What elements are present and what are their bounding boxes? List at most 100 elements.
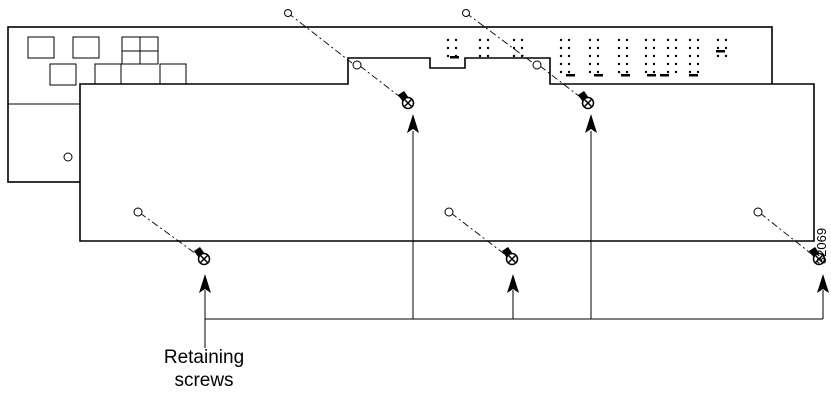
board-pin	[644, 38, 648, 42]
board-pin	[716, 38, 720, 42]
arrowhead	[585, 114, 597, 133]
screw-bottom-right	[809, 247, 826, 266]
mounting-hole	[444, 207, 454, 217]
board-pin	[520, 46, 524, 50]
alignment-line	[539, 65, 585, 101]
screw-bottom-left	[194, 247, 211, 266]
board-pin	[625, 38, 629, 42]
board-silkscreen-mark	[716, 50, 725, 53]
arrowhead	[199, 274, 211, 293]
board-pin	[478, 46, 482, 50]
screw-bottom-middle	[502, 247, 519, 266]
board-pin	[724, 46, 728, 50]
retaining-screws	[194, 91, 826, 266]
board-silkscreen-mark	[689, 74, 698, 77]
board-pin	[588, 46, 592, 50]
board-pin	[688, 38, 692, 42]
board-pin	[696, 38, 700, 42]
board-pin	[674, 38, 678, 42]
board-silkscreen-mark	[621, 74, 630, 77]
board-pin	[688, 70, 692, 74]
board-pin	[644, 54, 648, 58]
board-pin-headers	[446, 38, 728, 77]
board-pin	[567, 46, 571, 50]
board-pin	[688, 46, 692, 50]
board-pin	[644, 70, 648, 74]
board-pin	[446, 54, 450, 58]
board-pin	[724, 54, 728, 58]
alignment-lines	[139, 12, 815, 257]
board-pin	[588, 54, 592, 58]
board-pin	[512, 54, 516, 58]
board-pin	[666, 38, 670, 42]
board-pin	[652, 70, 656, 74]
board-pin	[588, 70, 592, 74]
board-pin	[644, 46, 648, 50]
board-pin	[696, 62, 700, 66]
board-pin	[674, 54, 678, 58]
board-pin	[674, 62, 678, 66]
board-silkscreen-mark	[450, 56, 459, 59]
board-pin	[652, 38, 656, 42]
arrowhead	[817, 274, 829, 293]
board-pin	[625, 62, 629, 66]
board-pin	[666, 70, 670, 74]
board-pin	[716, 54, 720, 58]
arrowhead	[407, 114, 419, 133]
board-pin	[559, 38, 563, 42]
board-pin	[446, 46, 450, 50]
board-pin	[652, 54, 656, 58]
board-pin	[520, 38, 524, 42]
board-pin	[486, 46, 490, 50]
alignment-line	[139, 212, 200, 257]
mounting-holes	[133, 9, 763, 217]
alignment-line	[359, 65, 405, 101]
board-pin	[486, 54, 490, 58]
arrowhead	[507, 274, 519, 293]
board-pin	[596, 62, 600, 66]
board-pin	[567, 62, 571, 66]
mounting-hole	[532, 60, 542, 70]
board-pin	[688, 54, 692, 58]
board-pin	[696, 70, 700, 74]
board-pin	[478, 38, 482, 42]
board-pin	[588, 38, 592, 42]
front-cover-panel	[79, 57, 815, 242]
board-pin	[588, 62, 592, 66]
board-pin	[486, 38, 490, 42]
board-pin	[559, 54, 563, 58]
board-pin	[652, 62, 656, 66]
board-pin	[724, 38, 728, 42]
board-pin	[596, 38, 600, 42]
board-pin	[512, 38, 516, 42]
board-pin	[666, 46, 670, 50]
board-pin	[559, 70, 563, 74]
board-pin	[716, 46, 720, 50]
board-pin	[446, 38, 450, 42]
alignment-line	[759, 212, 815, 257]
board-pin	[512, 46, 516, 50]
board-silkscreen-mark	[594, 74, 603, 77]
board-pin	[478, 54, 482, 58]
board-component	[72, 36, 100, 59]
board-pin	[625, 46, 629, 50]
board-pin	[666, 62, 670, 66]
board-pin	[666, 54, 670, 58]
board-pin	[617, 62, 621, 66]
board-pin	[625, 70, 629, 74]
callout-label-line2: screws	[174, 370, 233, 391]
board-silkscreen-mark	[566, 74, 575, 77]
board-pin	[674, 70, 678, 74]
board-pin	[625, 54, 629, 58]
board-pin	[652, 46, 656, 50]
board-component	[49, 63, 77, 86]
board-pin	[696, 46, 700, 50]
rear-board-mounting-hole	[63, 152, 73, 162]
screw-top-left	[398, 91, 415, 110]
callout-leaders	[199, 114, 829, 348]
mounting-hole	[284, 9, 292, 17]
board-pin	[596, 54, 600, 58]
board-silkscreen-mark	[647, 74, 656, 77]
board-pin	[596, 46, 600, 50]
